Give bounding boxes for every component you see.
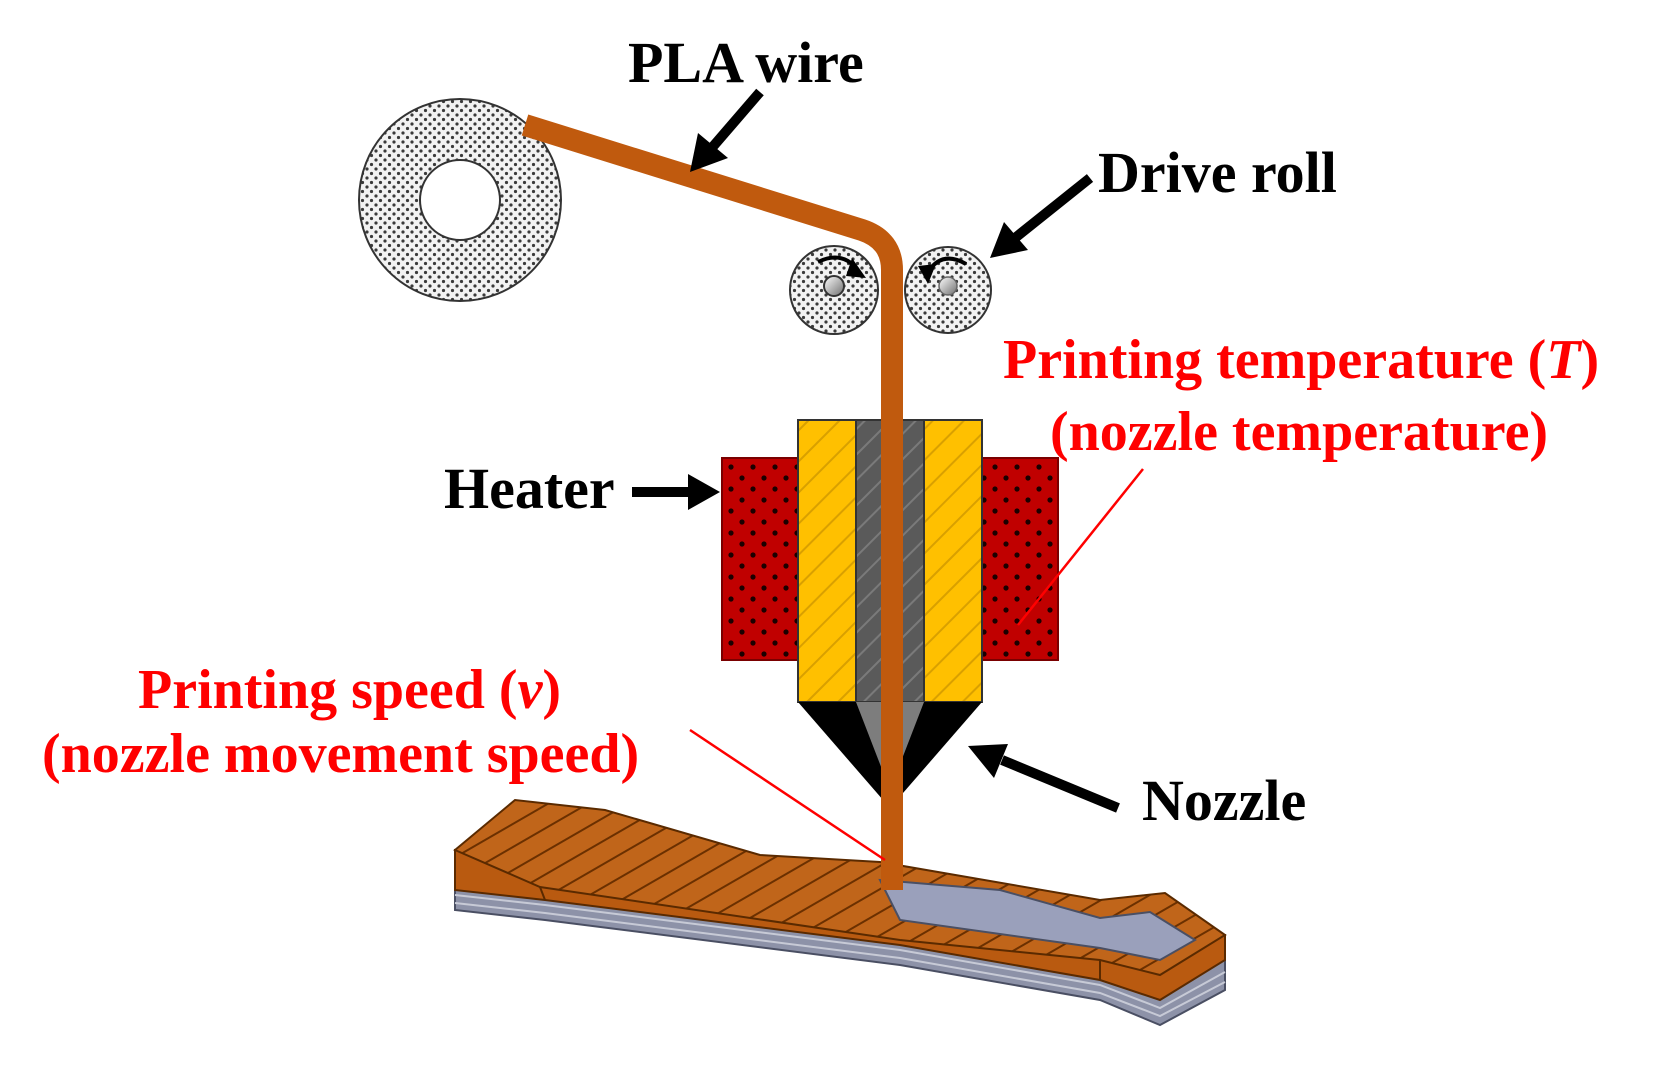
printing-temperature-variable: T <box>1546 329 1583 391</box>
nozzle-arrow <box>968 744 1120 813</box>
heater-right-block <box>979 457 1059 661</box>
printing-speed-prefix: Printing speed ( <box>138 659 518 721</box>
nozzle-temperature-label: (nozzle temperature) <box>1050 401 1548 463</box>
printing-speed-suffix: ) <box>542 659 561 721</box>
pla-wire-label: PLA wire <box>628 30 864 95</box>
drive-roll-arrow <box>990 174 1094 258</box>
nozzle-movement-speed-label: (nozzle movement speed) <box>42 723 639 785</box>
spool-icon <box>358 98 562 302</box>
nozzle-label: Nozzle <box>1142 768 1306 833</box>
printing-speed-variable: v <box>518 659 544 721</box>
drive-roll-label: Drive roll <box>1098 140 1337 205</box>
printing-temperature-prefix: Printing temperature ( <box>1003 329 1546 391</box>
drive-roller-icon <box>789 245 992 335</box>
pla-filament <box>521 114 903 890</box>
printing-temperature-suffix: ) <box>1580 329 1599 391</box>
heater-left-block <box>721 457 803 661</box>
heater-label: Heater <box>444 456 615 521</box>
printed-specimen <box>453 798 1227 1027</box>
temperature-leader-line <box>1017 468 1144 626</box>
printing-speed-label: Printing speed (v) <box>138 659 561 721</box>
pla-wire-arrow <box>690 88 764 172</box>
printing-temperature-label: Printing temperature (T) <box>1003 329 1599 391</box>
speed-leader-line <box>689 728 886 862</box>
heater-arrow <box>632 474 720 510</box>
